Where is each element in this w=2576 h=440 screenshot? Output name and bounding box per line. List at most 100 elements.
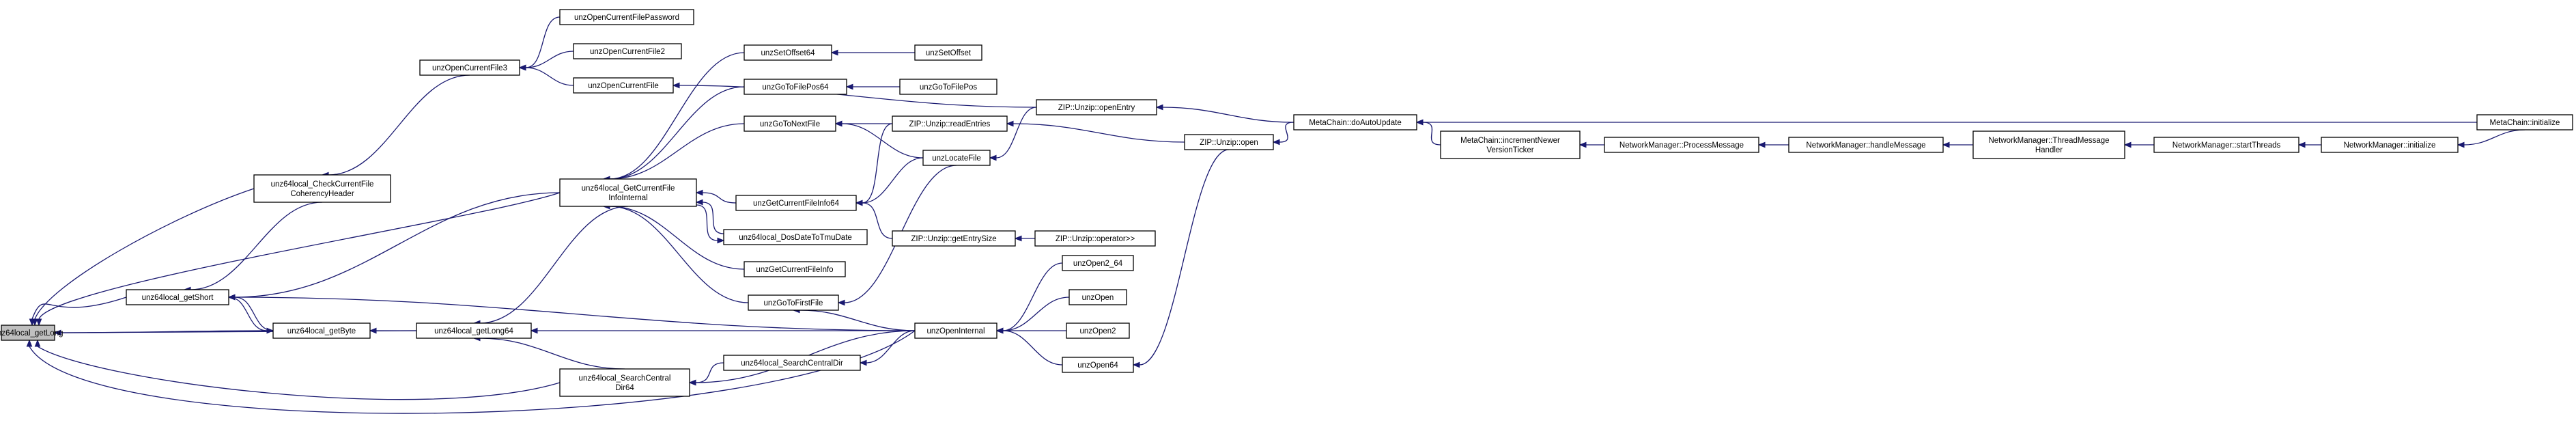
node-mc-initialize[interactable]: MetaChain::initialize [2476, 114, 2573, 130]
node-process-message[interactable]: NetworkManager::ProcessMessage [1604, 137, 1759, 153]
node-box [1788, 137, 1944, 153]
node-go-to-file-pos64[interactable]: unzGoToFilePos64 [744, 79, 847, 95]
arrow-head [695, 199, 703, 206]
edge-line [841, 123, 924, 159]
node-box [1062, 357, 1134, 373]
arrow-head [2457, 141, 2465, 148]
edge-line [37, 346, 561, 400]
node-label: unzOpen64 [1077, 361, 1118, 370]
edge-line [190, 202, 323, 290]
node-read-entries[interactable]: ZIP::Unzip::readEntries [892, 115, 1008, 132]
node-set-offset[interactable]: unzSetOffset [914, 44, 982, 61]
edge-do-auto-update-to-open-entry [1155, 104, 1294, 123]
edge-go-to-next-file-to-get-file-info-internal [602, 123, 745, 182]
node-get-long64[interactable]: unz64local_getLong64 [416, 322, 532, 339]
node-box [416, 322, 532, 339]
edge-line [234, 192, 561, 298]
edge-line [866, 330, 916, 363]
node-do-auto-update[interactable]: MetaChain::doAutoUpdate [1293, 114, 1417, 130]
edge-line [479, 338, 625, 370]
arrow-head [266, 327, 274, 334]
node-label: ZIP::Unzip::readEntries [909, 120, 991, 128]
node-get-long[interactable]: unz64local_getLong [0, 325, 63, 341]
node-open-file2[interactable]: unzOpenCurrentFile2 [573, 43, 682, 59]
edge-open-internal-to-go-to-first-file [792, 307, 916, 331]
edge-line [228, 297, 268, 331]
node-box [892, 115, 1008, 132]
node-open-file-pwd[interactable]: unzOpenCurrentFilePassword [559, 9, 694, 25]
node-label: NetworkManager::ProcessMessage [1619, 141, 1744, 150]
node-label: unz64local_getShort [142, 294, 214, 302]
node-get-byte[interactable]: unz64local_getByte [272, 322, 371, 339]
node-label: Handler [2035, 146, 2063, 154]
node-unz-open[interactable]: unzOpen [1068, 289, 1127, 305]
edge-line [31, 297, 127, 320]
edge-get-file-info64-to-get-file-info-internal [695, 189, 737, 204]
node-dos-date[interactable]: unz64local_DosDateToTmuDate [723, 229, 868, 245]
node-box [922, 150, 991, 166]
node-label: ZIP::Unzip::getEntrySize [911, 235, 996, 243]
edge-get-short-to-get-long [29, 297, 127, 327]
node-go-to-first-file[interactable]: unzGoToFirstFile [748, 294, 839, 311]
edge-get-file-info-to-get-file-info-internal [602, 203, 745, 270]
arrow-head [518, 64, 526, 71]
node-open-entry[interactable]: ZIP::Unzip::openEntry [1036, 99, 1157, 115]
edge-line [525, 16, 561, 68]
node-get-file-info[interactable]: unzGetCurrentFileInfo [744, 261, 846, 277]
edge-get-short-to-get-byte [228, 297, 274, 334]
node-label: unzSetOffset [926, 49, 972, 57]
edge-get-entry-size-to-get-file-info64 [855, 200, 893, 239]
node-label: NetworkManager::ThreadMessage [1988, 137, 2109, 145]
node-open64[interactable]: unzOpen64 [1062, 357, 1134, 373]
node-label: unzOpen2_64 [1073, 260, 1123, 268]
node-check-header[interactable]: unz64local_CheckCurrentFileCoherencyHead… [253, 174, 391, 203]
node-box [744, 115, 836, 132]
node-open-file[interactable]: unzOpenCurrentFile [573, 77, 674, 94]
node-label: unzOpenInternal [926, 327, 985, 335]
node-get-entry-size[interactable]: ZIP::Unzip::getEntrySize [892, 230, 1016, 247]
edge-process-message-to-increment-ticker [1579, 141, 1604, 148]
node-go-to-next-file[interactable]: unzGoToNextFile [744, 115, 836, 132]
node-start-threads[interactable]: NetworkManager::startThreads [2153, 137, 2299, 153]
edge-line [1279, 122, 1294, 143]
edge-locate-file-to-get-file-info64 [855, 157, 924, 206]
edge-search-dir64-to-get-long [34, 339, 561, 400]
node-set-offset64[interactable]: unzSetOffset64 [744, 44, 832, 61]
arrow-head [1942, 141, 1950, 148]
edge-line [695, 362, 724, 383]
call-graph-nodes: unz64local_getLong unz64local_CheckCurren… [0, 9, 2573, 397]
node-open-internal[interactable]: unzOpenInternal [914, 322, 997, 339]
node-unzip-open[interactable]: ZIP::Unzip::open [1184, 134, 1274, 150]
edge-line [609, 86, 745, 180]
arrow-head [1415, 119, 1424, 126]
node-handle-message[interactable]: NetworkManager::handleMessage [1788, 137, 1944, 153]
node-get-file-info64[interactable]: unzGetCurrentFileInfo64 [735, 195, 857, 211]
node-box [1036, 99, 1157, 115]
node-search-dir[interactable]: unz64local_SearchCentralDir [723, 355, 861, 371]
node-label: unzSetOffset64 [761, 49, 815, 57]
node-label: Dir64 [615, 384, 634, 392]
node-go-to-file-pos[interactable]: unzGoToFilePos [899, 79, 997, 95]
node-open2[interactable]: unzOpen2 [1066, 322, 1130, 339]
arrow-head [989, 154, 997, 161]
node-box [1972, 130, 2125, 159]
node-nm-initialize[interactable]: NetworkManager::initialize [2321, 137, 2459, 153]
edge-line [1013, 123, 1185, 143]
node-open-file3[interactable]: unzOpenCurrentFile3 [419, 59, 520, 76]
node-get-short[interactable]: unz64local_getShort [126, 289, 229, 305]
arrow-head [1579, 141, 1587, 148]
node-label: unzOpenCurrentFilePassword [574, 14, 679, 22]
node-operator-shift[interactable]: ZIP::Unzip::operator>> [1034, 230, 1156, 247]
edge-read-entries-to-get-file-info64 [855, 123, 893, 206]
node-label: unz64local_getLong [0, 329, 63, 338]
edge-line [328, 74, 470, 176]
edge-unzip-open-to-read-entries [1006, 120, 1185, 143]
edge-line [1422, 122, 1441, 146]
node-locate-file[interactable]: unzLocateFile [922, 150, 991, 166]
node-open2-64[interactable]: unzOpen2_64 [1062, 255, 1134, 271]
